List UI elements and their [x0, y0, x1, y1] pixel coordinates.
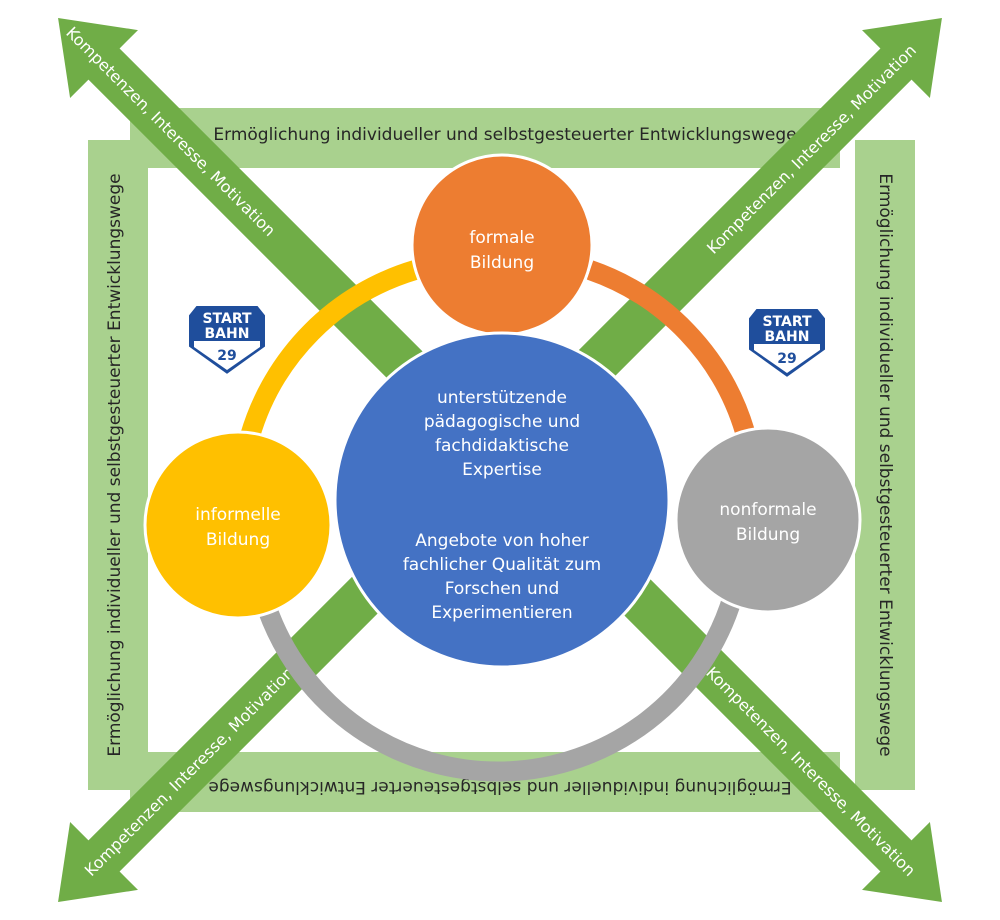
center-line-6: fachlicher Qualität zum	[403, 555, 601, 575]
circle-center: unterstützende pädagogische und fachdida…	[333, 331, 671, 669]
ring-arc-orange	[586, 260, 755, 435]
circle-formal: formale Bildung	[410, 153, 594, 337]
circle-formal-line2: Bildung	[470, 253, 534, 273]
logo-left-line2: BAHN	[205, 326, 250, 342]
circle-informal: informelle Bildung	[143, 430, 333, 620]
logo-left-line1: START	[202, 311, 252, 327]
circle-informal-line2: Bildung	[206, 530, 270, 550]
center-line-4: Expertise	[462, 460, 542, 480]
logo-right: START BAHN 29	[747, 307, 827, 380]
circle-nonformal-line2: Bildung	[736, 525, 800, 545]
logo-right-line2: BAHN	[765, 329, 810, 345]
frame-left-band	[88, 140, 148, 790]
circle-nonformal: nonformale Bildung	[674, 426, 862, 614]
frame-bottom-label: Ermöglichung individueller und selbstges…	[208, 777, 791, 797]
frame-right-band	[855, 140, 915, 790]
ring-arc-yellow	[240, 260, 418, 439]
ring	[240, 260, 755, 782]
logo-left: START BAHN 29	[187, 304, 267, 377]
logo-right-number: 29	[777, 351, 796, 367]
center-line-2: pädagogische und	[424, 412, 580, 432]
circle-formal-line1: formale	[469, 228, 534, 248]
logo-left-number: 29	[217, 348, 236, 364]
circle-nonformal-line1: nonformale	[719, 500, 816, 520]
center-line-1: unterstützende	[437, 388, 567, 408]
circle-informal-line1: informelle	[195, 505, 281, 525]
center-line-7: Forschen und	[445, 579, 560, 599]
frame-left-label: Ermöglichung individueller und selbstges…	[105, 173, 125, 756]
logo-right-line1: START	[762, 314, 812, 330]
center-line-8: Experimentieren	[431, 603, 572, 623]
frame-top-label: Ermöglichung individueller und selbstges…	[213, 125, 796, 145]
frame: Ermöglichung individueller und selbstges…	[88, 108, 915, 812]
center-line-5: Angebote von hoher	[415, 531, 588, 551]
frame-right-label: Ermöglichung individueller und selbstges…	[875, 173, 895, 756]
ring-arc-gray	[257, 593, 743, 782]
center-line-3: fachdidaktische	[435, 436, 569, 456]
